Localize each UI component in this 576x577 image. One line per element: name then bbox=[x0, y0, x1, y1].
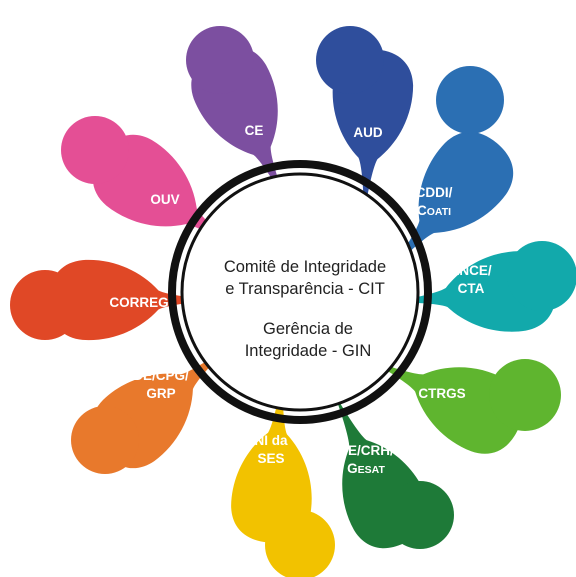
center-ring bbox=[168, 160, 432, 424]
figure-sublabel-decrh: GESAT bbox=[347, 461, 385, 476]
figure-head-ce bbox=[186, 26, 254, 94]
center-title-line2: e Transparência - CIT bbox=[225, 280, 385, 298]
center-subtitle-line2: Integridade - GIN bbox=[245, 342, 372, 360]
center-subtitle-line1: Gerência de bbox=[263, 320, 353, 338]
figure-decpg bbox=[71, 315, 255, 483]
figure-head-ence bbox=[507, 241, 576, 311]
figure-ni bbox=[228, 375, 335, 577]
figure-label-correg: CORREG bbox=[109, 295, 168, 310]
center-title-line1: Comitê de Integridade bbox=[224, 258, 386, 276]
figure-correg bbox=[10, 259, 214, 341]
figure-label-ctrgs: CTRGS bbox=[418, 386, 465, 401]
figure-decrh bbox=[298, 377, 454, 561]
figure-head-decrh bbox=[386, 481, 454, 549]
figure-cddi bbox=[360, 66, 528, 295]
figure-sublabel-ni: SES bbox=[257, 451, 284, 466]
figure-ce bbox=[179, 26, 322, 218]
figure-sublabel-ence: CTA bbox=[458, 281, 485, 296]
center-circle bbox=[180, 172, 420, 412]
figure-label-ce: CE bbox=[245, 123, 264, 138]
figure-head-ctrgs bbox=[489, 359, 561, 431]
figure-head-decpg bbox=[71, 406, 139, 474]
figure-head-ouv bbox=[61, 116, 129, 184]
figure-label-decpg: DE/CPG/ bbox=[133, 368, 189, 383]
figure-head-ni bbox=[265, 510, 335, 577]
figure-sublabel-cddi: COATI bbox=[417, 203, 451, 218]
figure-head-aud bbox=[316, 26, 384, 94]
figure-ouv bbox=[61, 116, 260, 281]
figure-label-aud: AUD bbox=[353, 125, 382, 140]
figure-label-ouv: OUV bbox=[150, 192, 179, 207]
figure-ctrgs bbox=[352, 323, 561, 466]
figure-label-cddi: CDDI/ bbox=[416, 185, 453, 200]
figure-label-ni: NI da bbox=[254, 433, 287, 448]
figure-sublabel-decpg: GRP bbox=[146, 386, 175, 401]
figure-label-ence: ENCE/ bbox=[450, 263, 492, 278]
figure-head-cddi bbox=[436, 66, 504, 134]
figure-label-decrh: DE/CRH/ bbox=[338, 443, 394, 458]
figure-head-correg bbox=[10, 270, 80, 340]
figure-ence bbox=[388, 241, 576, 343]
figure-aud bbox=[316, 26, 416, 217]
